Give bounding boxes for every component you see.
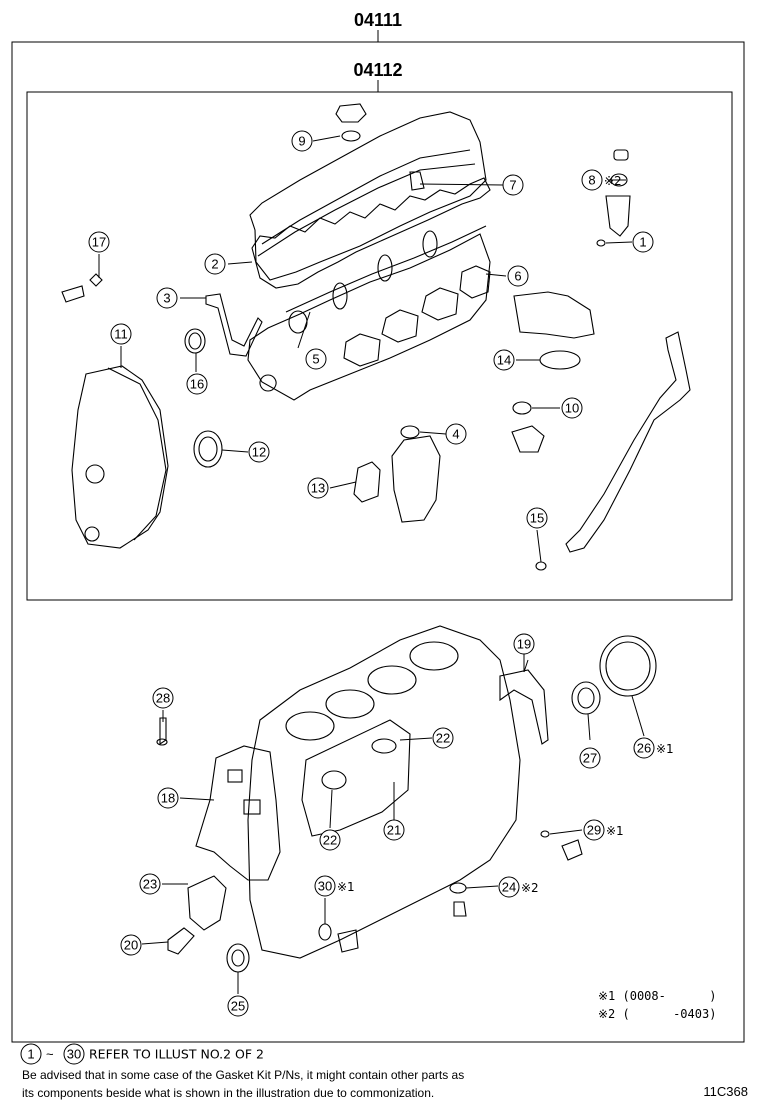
- callout-27: 27: [579, 747, 601, 769]
- callout-number: 21: [387, 823, 401, 838]
- inner-subkit-frame: [26, 91, 733, 601]
- callout-1: 1: [632, 231, 654, 253]
- callout-number: 28: [156, 691, 170, 706]
- callout-21: 21: [383, 819, 405, 841]
- small-parts-upper: [61, 149, 691, 571]
- legend-mark-2: ※2 ( -0403): [598, 1007, 716, 1021]
- callout-number: 12: [252, 445, 266, 460]
- cylinder-head-drawing: [205, 103, 491, 401]
- callout-number: 20: [124, 938, 138, 953]
- callout-25: 25: [227, 995, 249, 1017]
- callout-number: 16: [190, 377, 204, 392]
- kit-number-header: 04111: [354, 10, 402, 30]
- callout-16: 16: [186, 373, 208, 395]
- callout-29: 29 ※1: [583, 819, 624, 841]
- callout-number: 3: [163, 291, 170, 306]
- callout-mark: ※2: [604, 174, 622, 188]
- callout-mark: ※1: [337, 880, 355, 894]
- callout-22b: 22: [319, 829, 341, 851]
- callout-10: 10: [561, 397, 583, 419]
- callout-number: 26: [637, 741, 651, 756]
- callout-22a: 22: [432, 727, 454, 749]
- callout-23: 23: [139, 873, 161, 895]
- callout-number: 23: [143, 877, 157, 892]
- callout-30: 30 ※1: [314, 875, 355, 897]
- callout-11: 11: [110, 323, 132, 345]
- callout-18: 18: [157, 787, 179, 809]
- cylinder-block-drawing: [156, 625, 657, 973]
- callout-mark: ※1: [606, 824, 624, 838]
- callout-number: 6: [514, 269, 521, 284]
- callout-number: 14: [497, 353, 511, 368]
- callout-number: 22: [323, 833, 337, 848]
- callout-number: 24: [502, 880, 516, 895]
- callout-24: 24 ※2: [498, 876, 539, 898]
- callout-mark: ※1: [656, 742, 674, 756]
- callout-number: 1: [639, 235, 646, 250]
- range-separator: ~: [46, 1047, 54, 1062]
- callout-15: 15: [526, 507, 548, 529]
- callout-mark: ※2: [521, 881, 539, 895]
- outer-kit-frame: [11, 41, 745, 1043]
- callout-7: 7: [502, 174, 524, 196]
- callout-number: 7: [509, 178, 516, 193]
- callout-8: 8 ※2: [581, 169, 622, 191]
- callout-20: 20: [120, 934, 142, 956]
- callout-26: 26 ※1: [633, 737, 674, 759]
- callout-number: 17: [92, 235, 106, 250]
- legend-mark-1: ※1 (0008- ): [598, 989, 716, 1003]
- callout-number: 30: [318, 879, 332, 894]
- callout-number: 9: [298, 134, 305, 149]
- callout-group: 1 2 3 4 5 6 7 8 ※2 9 10 11 12 13 14 15 16…: [88, 130, 674, 1017]
- refer-text: REFER TO ILLUST NO.2 OF 2: [89, 1047, 264, 1062]
- callout-3: 3: [156, 287, 178, 309]
- callout-number: 2: [211, 257, 218, 272]
- callout-number: 19: [517, 637, 531, 652]
- callout-number: 27: [583, 751, 597, 766]
- range-to: 30: [67, 1047, 81, 1062]
- callout-number: 15: [530, 511, 544, 526]
- callout-number: 11: [114, 327, 128, 342]
- callout-number: 13: [311, 481, 325, 496]
- callout-number: 10: [565, 401, 579, 416]
- callout-12: 12: [248, 441, 270, 463]
- advice-line-2: its components beside what is shown in t…: [22, 1086, 435, 1100]
- callout-number: 4: [452, 427, 459, 442]
- callout-number: 25: [231, 999, 245, 1014]
- callout-number: 22: [436, 731, 450, 746]
- callout-2: 2: [204, 253, 226, 275]
- callout-number: 29: [587, 823, 601, 838]
- callout-5: 5: [305, 348, 327, 370]
- advice-line-1: Be advised that in some case of the Gask…: [22, 1068, 465, 1082]
- figure-code: 11C368: [703, 1084, 748, 1099]
- callout-13: 13: [307, 477, 329, 499]
- range-from: 1: [27, 1047, 34, 1062]
- callout-6: 6: [507, 265, 529, 287]
- callout-number: 18: [161, 791, 175, 806]
- callout-14: 14: [493, 349, 515, 371]
- refer-range: 1 ~ 30 REFER TO ILLUST NO.2 OF 2: [20, 1043, 264, 1065]
- callout-17: 17: [88, 231, 110, 253]
- callout-19: 19: [513, 633, 535, 655]
- callout-28: 28: [152, 687, 174, 709]
- callout-4: 4: [445, 423, 467, 445]
- subkit-number-header: 04112: [353, 60, 402, 80]
- callout-number: 8: [588, 173, 595, 188]
- leader-lines: [98, 135, 645, 994]
- callout-9: 9: [291, 130, 313, 152]
- callout-number: 5: [312, 352, 319, 367]
